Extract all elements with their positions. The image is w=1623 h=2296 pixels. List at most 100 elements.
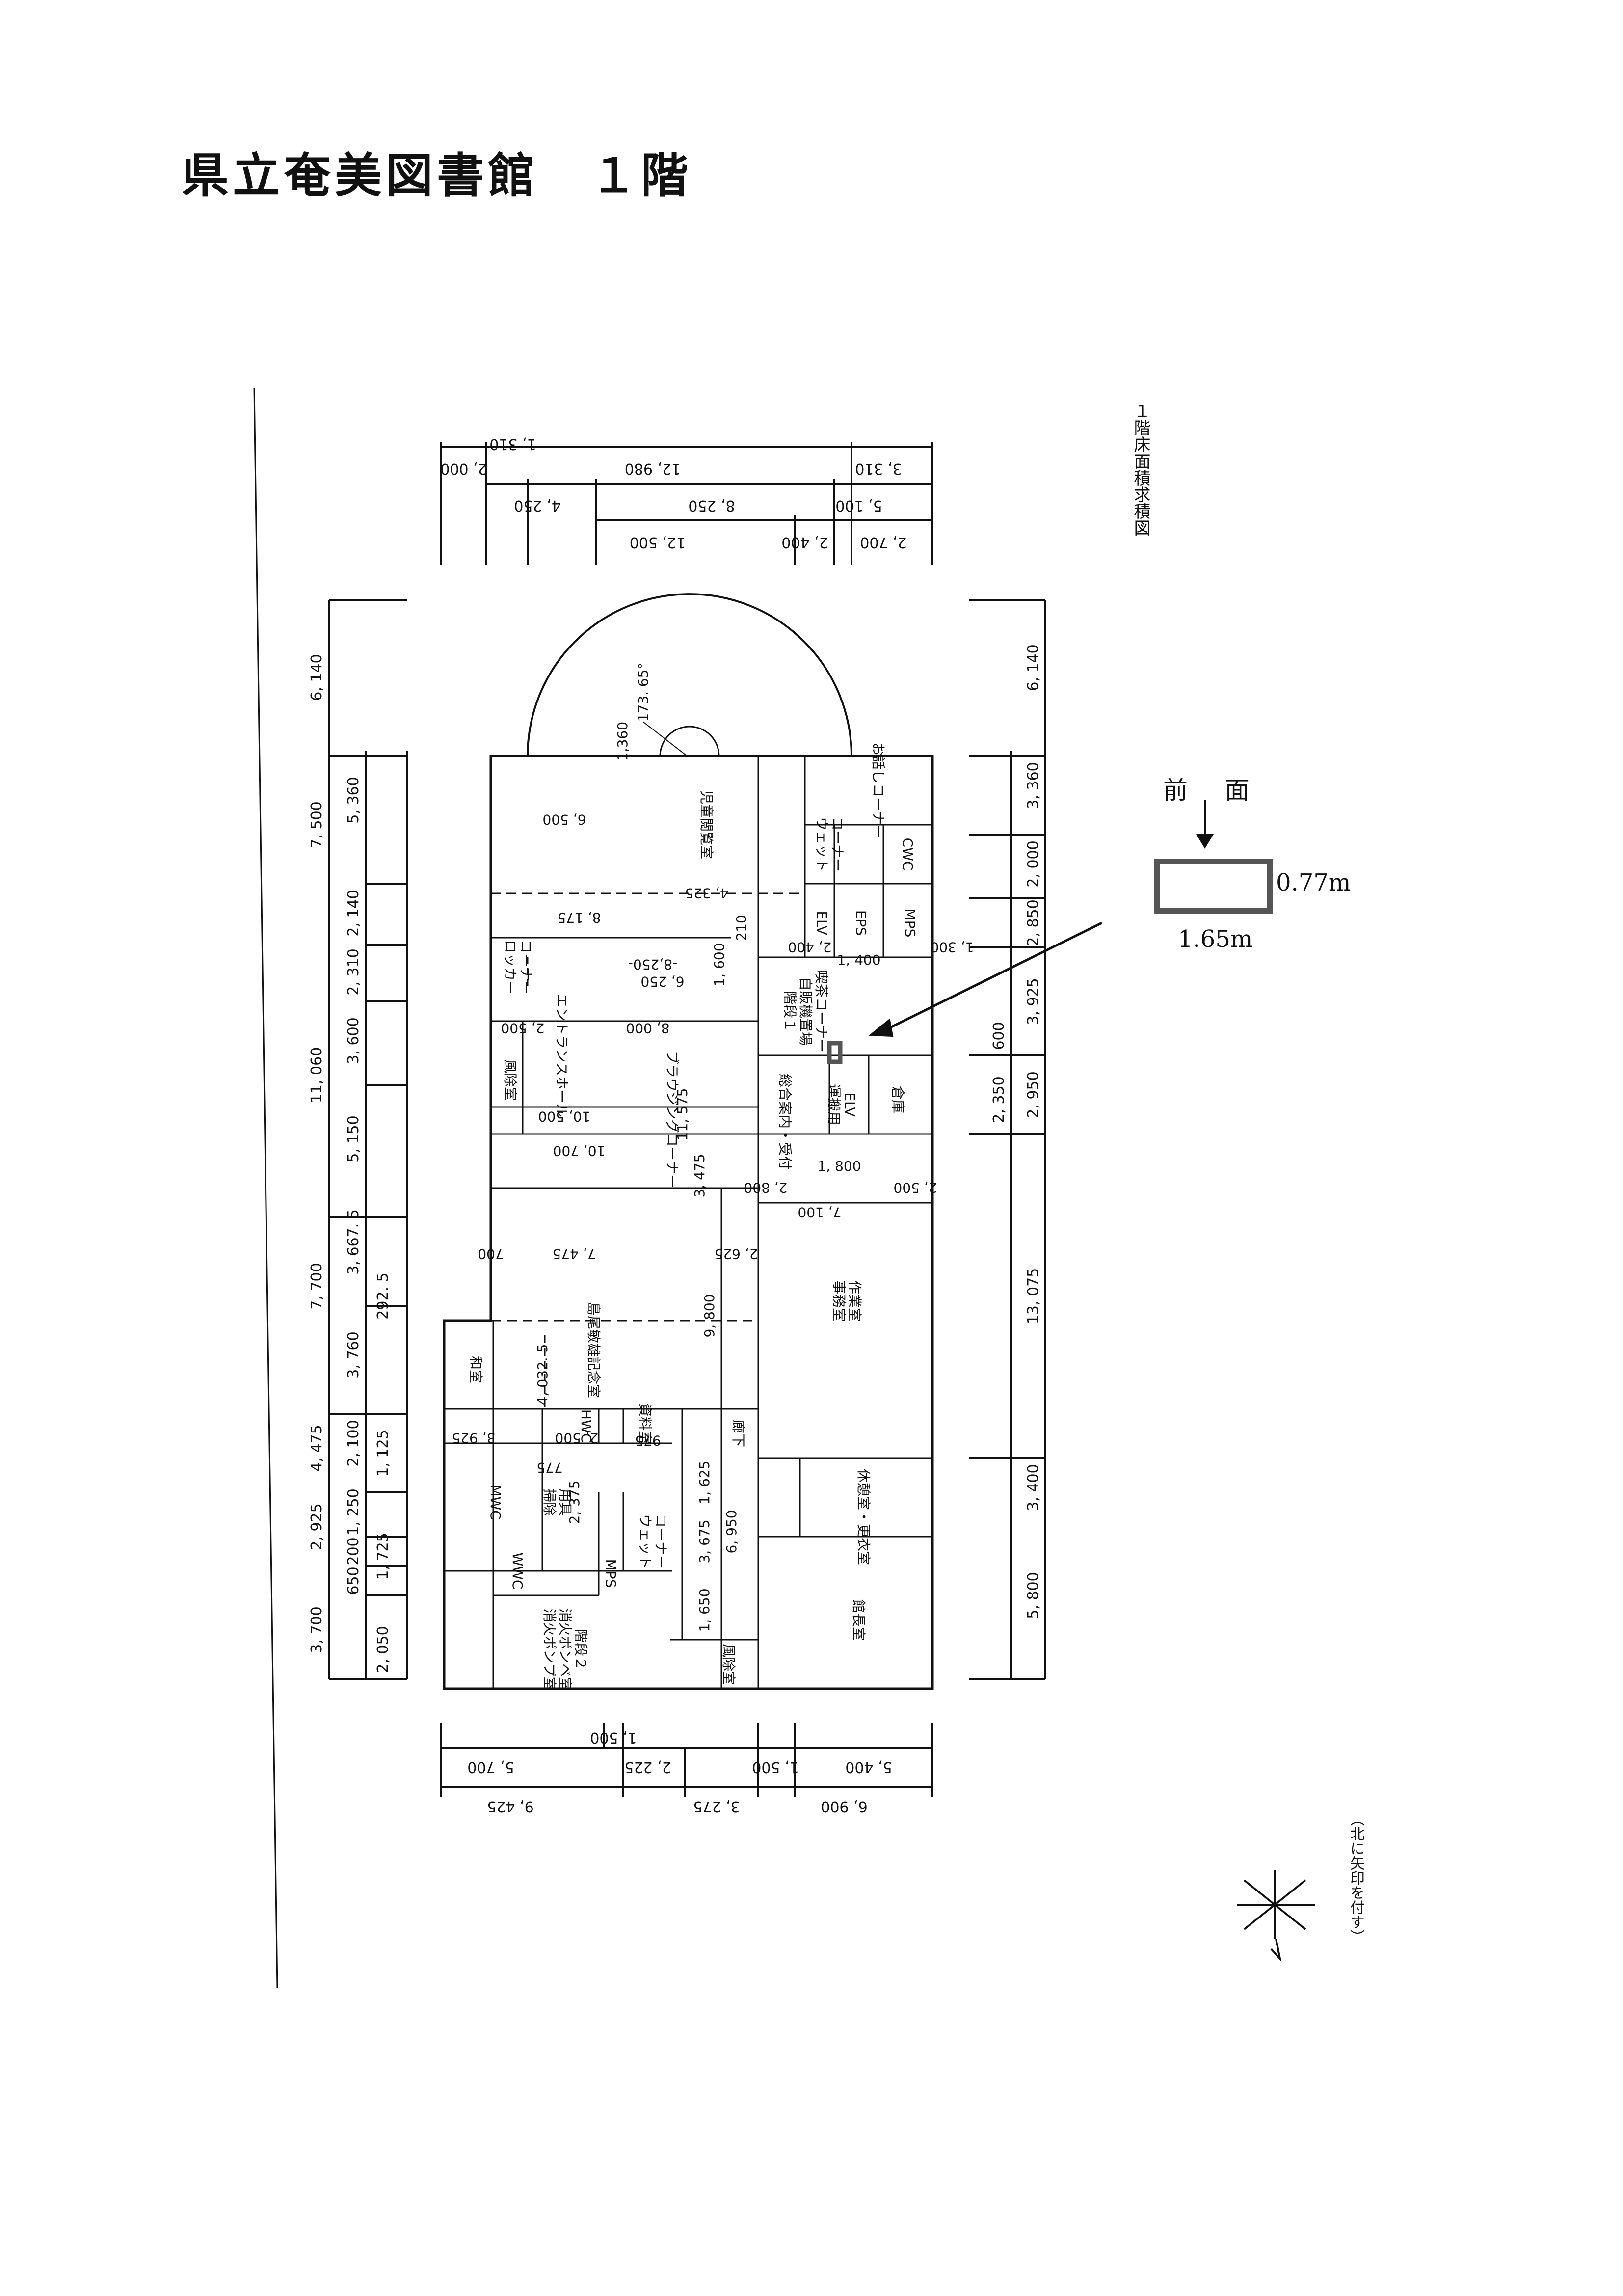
dim-left-inner: 3, 760 [345, 1331, 362, 1378]
dim-bottom: 5, 400 [845, 1758, 892, 1776]
dim-right-inner: 600 [990, 1022, 1008, 1050]
front-width-label: 1.65m [1178, 925, 1253, 953]
compass-icon [1237, 1870, 1315, 1962]
dim-left-outer: 3, 700 [308, 1606, 325, 1653]
dim-interior: 10, 700 [553, 1143, 606, 1159]
room-label-office: 作業室 [847, 1280, 863, 1322]
dim-right-outer: 2, 950 [1025, 1071, 1042, 1118]
dim-interior: 6, 500 [542, 811, 586, 828]
dim-top: 2, 700 [860, 534, 906, 551]
room-label-corridor: 廊下 [730, 1420, 746, 1447]
dim-right-outer: 3, 400 [1025, 1464, 1042, 1511]
dim-left-inner: 1, 250 [345, 1488, 362, 1535]
room-label-wet_top: コーナー [829, 817, 846, 872]
north-arrow-note: （北に矢印を付す） [1347, 1811, 1364, 1944]
dim-bottom: 1, 500 [752, 1758, 798, 1776]
dim-interior: 7, 100 [798, 1204, 841, 1220]
dim-interior: 9, 800 [701, 1294, 718, 1337]
dim-interior: 8, 175 [557, 910, 601, 926]
dim-interior: 2, 500 [555, 1430, 598, 1446]
room-label-archive: 島尾敏雄記念室 [585, 1302, 602, 1398]
dim-right-outer: 2, 850 [1025, 899, 1042, 946]
room-label-info: 総合案内・受付 [777, 1074, 793, 1170]
room-label-cleaning: 用具 [557, 1488, 573, 1516]
area-calc-note: １階床面積求積図 [1131, 403, 1150, 536]
dim-top: 2, 000 [440, 460, 487, 477]
room-label-wet_top: ウェット [814, 817, 830, 872]
dim-interior: 2, 800 [744, 1180, 787, 1196]
dim-bottom: 3, 275 [693, 1798, 740, 1815]
dim-top: 3, 310 [855, 460, 902, 477]
room-label-pump: 階段２ [573, 1629, 589, 1670]
room-label-entrance: エントランスホール [554, 994, 570, 1117]
dim-right-outer: 3, 360 [1025, 762, 1042, 809]
dim-interior: 2, 625 [714, 1246, 758, 1262]
room-label-locker: ロッカー [502, 940, 518, 995]
dim-left-outer: 7, 500 [308, 801, 325, 848]
room-label-stairs_kiosk: 階段１ [782, 991, 798, 1032]
room-label-browsing: ブラウジングコーナー [664, 1051, 680, 1188]
dim-left-inner: 2, 100 [345, 1420, 362, 1466]
room-label-cleaning: 掃除 [541, 1488, 558, 1516]
dim-left-inner: 5, 360 [345, 777, 362, 823]
dim-bottom: 6, 900 [821, 1798, 867, 1815]
room-label-wwc: WWC [509, 1553, 526, 1590]
dim-interior: 7, 475 [552, 1246, 596, 1262]
dim-top: 1, 310 [489, 435, 536, 453]
dim-interior: 8, 000 [626, 1020, 669, 1036]
dim-bottom: 2, 225 [624, 1758, 671, 1776]
room-label-windbreak_low: 風除室 [720, 1644, 737, 1685]
interior-walls [444, 756, 932, 1689]
dim-top: 2, 400 [781, 534, 828, 551]
room-label-service_elv: ELV [842, 1092, 858, 1116]
dim-left-inner2: 292. 5 [374, 1272, 392, 1319]
dim-left-inner2: 1, 125 [374, 1430, 392, 1476]
left-dimension-rails [328, 599, 408, 1680]
room-label-children: 児童閲覧室 [698, 790, 715, 859]
dim-top: 4, 250 [514, 497, 560, 514]
bottom-dimension-rails [440, 1723, 933, 1797]
dim-interior: 10, 500 [538, 1108, 591, 1125]
dim-left-inner: 3, 667. 5 [345, 1209, 362, 1275]
dim-left-outer: 11, 060 [308, 1047, 325, 1104]
room-label-wet_low: ウェット [637, 1514, 653, 1569]
top-dimension-rails [440, 442, 933, 565]
dim-interior: 2, 500 [501, 1020, 544, 1036]
dim-interior: 3, 475 [692, 1154, 708, 1197]
room-label-rest: 休憩室・更衣室 [855, 1469, 872, 1565]
dim-interior: 775 [536, 1459, 562, 1476]
room-label-storage: 倉庫 [890, 1086, 906, 1113]
dim-right-outer: 13, 075 [1025, 1268, 1042, 1324]
room-label-office: 事務室 [831, 1280, 847, 1322]
room-label-pump: 消火ポンプ室 [541, 1608, 558, 1690]
room-label-mwc: MWC [487, 1485, 504, 1519]
dim-interior: 11, 575 [674, 1088, 691, 1141]
dim-interior: 1, 800 [817, 1158, 861, 1174]
room-label-eps: EPS [853, 910, 869, 936]
dim-right-outer: 2, 000 [1025, 840, 1042, 887]
front-label: 前 面 [1163, 776, 1264, 805]
dim-bottom: 5, 700 [467, 1758, 514, 1776]
dim-interior: 700 [478, 1246, 504, 1262]
dim-interior: 1, 650 [696, 1588, 713, 1632]
dim-interior: 1, 600 [711, 943, 727, 986]
dim-interior: 173. 65° [635, 663, 651, 722]
right-dimension-rails [969, 599, 1046, 1680]
room-label-mps_low: MPS [603, 1559, 619, 1588]
dim-right-inner: 2, 350 [990, 1076, 1008, 1123]
room-label-pump: 消火ボンベ室 [557, 1608, 573, 1691]
room-label-ojyou: お話しコーナー [870, 742, 886, 838]
dim-left-inner: 650 [345, 1567, 362, 1594]
room-label-elv: ELV [814, 911, 830, 935]
dim-right-outer: 5, 800 [1025, 1572, 1042, 1619]
room-label-cwc: CWC [900, 838, 916, 871]
room-label-windbreak_top: 風除室 [502, 1059, 518, 1101]
room-label-director: 館長室 [851, 1599, 867, 1641]
room-label-service_elv: 運搬用 [826, 1084, 842, 1125]
dim-top: 5, 100 [835, 497, 882, 514]
dim-right-outer: 6, 140 [1025, 644, 1042, 691]
dim-interior: 2, 400 [788, 939, 831, 955]
dim-right-outer: 3, 925 [1025, 978, 1042, 1025]
